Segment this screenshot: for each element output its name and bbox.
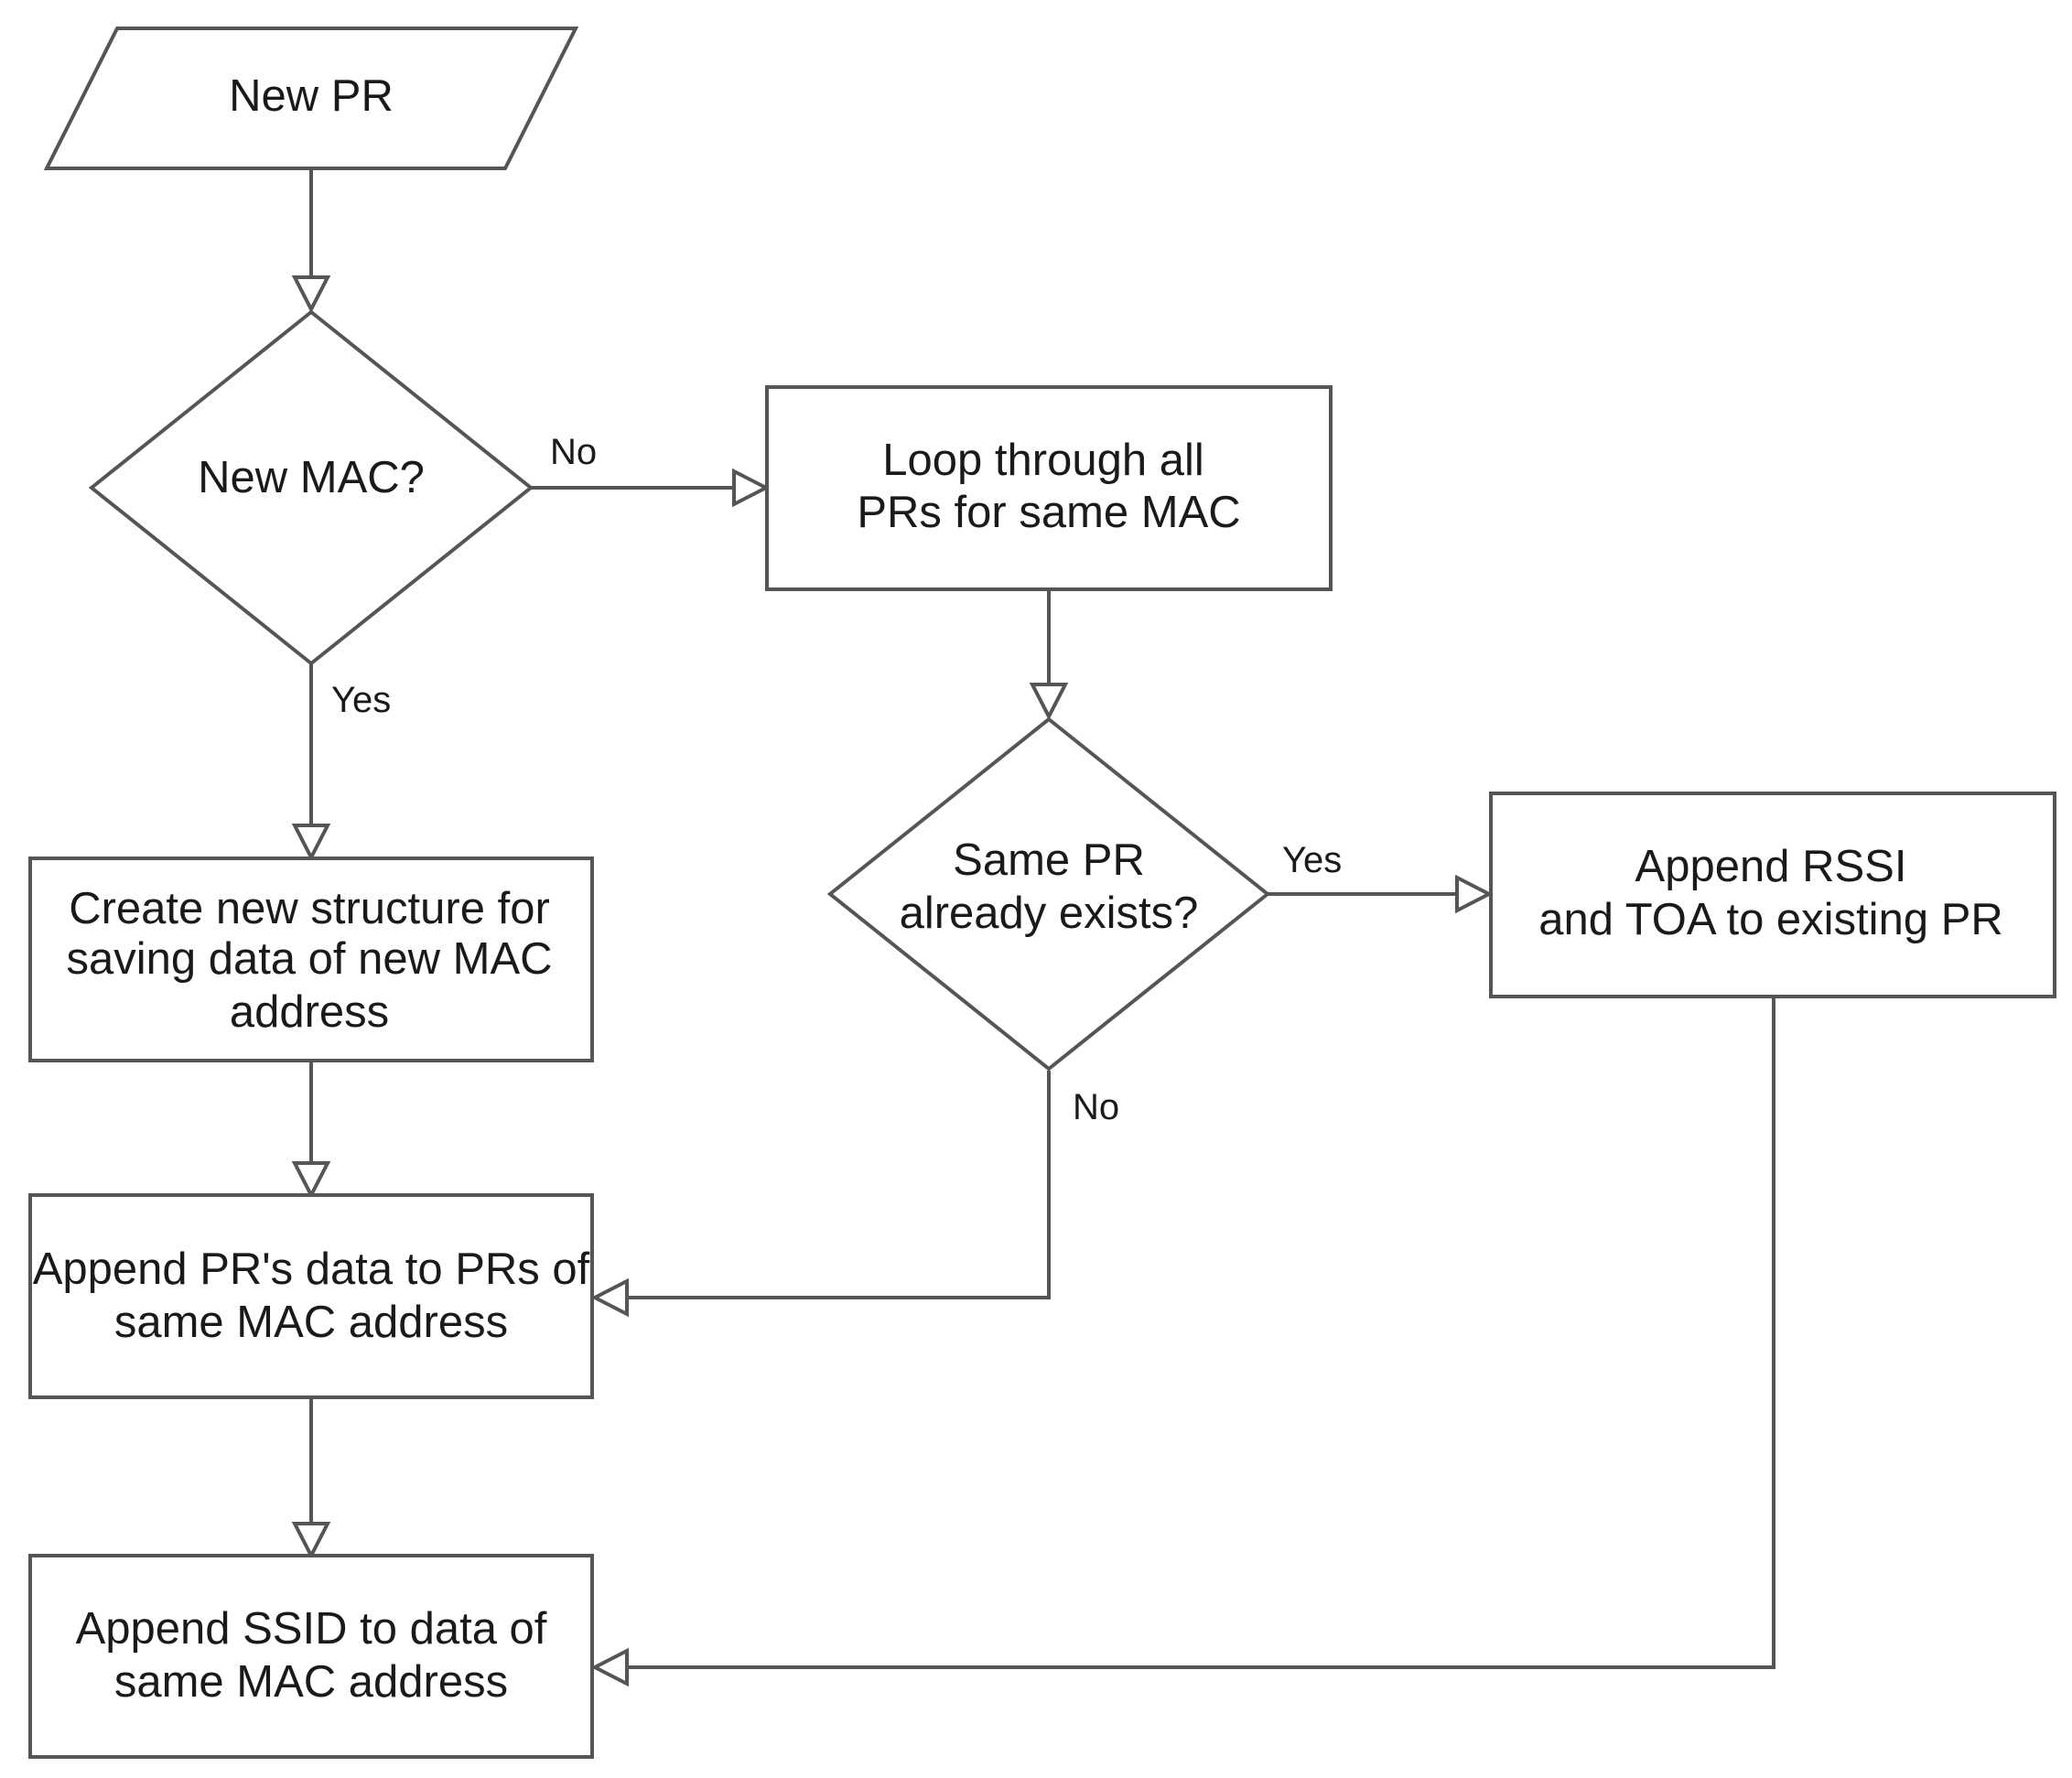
arrowhead-append-rssi-to-append-ssid	[590, 1647, 629, 1687]
append-ssid-box	[28, 1554, 594, 1759]
same-pr-decision-diamond	[826, 717, 1271, 1072]
create-label-line-1: Create new structure for	[69, 884, 550, 933]
append-ssid-label-line-2: same MAC address	[114, 1657, 508, 1707]
loop-label-line-2: PRs for same MAC	[857, 488, 1240, 537]
loop-box	[765, 385, 1333, 591]
arrowhead-loop-to-same-pr	[1029, 683, 1069, 721]
append-rssi-box	[1489, 792, 2056, 998]
node-create: Create new structure for saving data of …	[28, 857, 594, 1062]
append-pr-box	[28, 1193, 594, 1399]
node-append-ssid: Append SSID to data of same MAC address	[28, 1554, 594, 1759]
node-append-pr: Append PR's data to PRs of same MAC addr…	[28, 1193, 594, 1399]
edge-label-new-mac-yes: Yes	[331, 680, 391, 720]
arrowhead-start-to-new-mac	[291, 275, 331, 314]
arrowhead-same-pr-no	[590, 1277, 629, 1318]
create-label-line-3: address	[230, 987, 389, 1037]
append-pr-label-line-1: Append PR's data to PRs of	[33, 1245, 590, 1294]
node-append-rssi: Append RSSI and TOA to existing PR	[1489, 792, 2056, 998]
edge-label-same-pr-yes: Yes	[1282, 840, 1342, 880]
arrowhead-create-to-append-pr	[291, 1161, 331, 1200]
node-same-pr: Same PR already exists?	[826, 717, 1271, 1072]
start-label: New PR	[229, 71, 394, 121]
connectors	[291, 168, 1775, 1687]
arrowhead-new-mac-yes	[291, 824, 331, 862]
arrowhead-new-mac-no	[732, 468, 771, 508]
same-pr-label-line-2: already exists?	[900, 889, 1199, 938]
edge-label-new-mac-no: No	[550, 432, 597, 472]
append-pr-label-line-2: same MAC address	[114, 1298, 508, 1347]
node-new-mac: New MAC?	[88, 309, 534, 666]
arrowhead-same-pr-yes	[1455, 874, 1494, 914]
node-start: New PR	[43, 27, 579, 170]
create-label-line-2: saving data of new MAC	[66, 934, 552, 984]
create-box	[28, 857, 594, 1062]
edge-label-same-pr-no: No	[1073, 1087, 1119, 1127]
arrowhead-append-pr-to-append-ssid	[291, 1522, 331, 1560]
edge-same-pr-no	[627, 1071, 1051, 1299]
append-rssi-label-line-1: Append RSSI	[1635, 842, 1907, 891]
edge-append-rssi-to-append-ssid	[627, 997, 1775, 1669]
new-mac-label: New MAC?	[198, 453, 425, 502]
new-mac-decision-diamond	[88, 309, 534, 666]
loop-label-line-1: Loop through all	[882, 436, 1203, 485]
same-pr-label-line-1: Same PR	[953, 835, 1145, 885]
append-rssi-label-line-2: and TOA to existing PR	[1538, 895, 2003, 944]
start-parallelogram	[43, 27, 579, 170]
append-ssid-label-line-1: Append SSID to data of	[76, 1604, 547, 1654]
node-loop: Loop through all PRs for same MAC	[765, 385, 1333, 591]
